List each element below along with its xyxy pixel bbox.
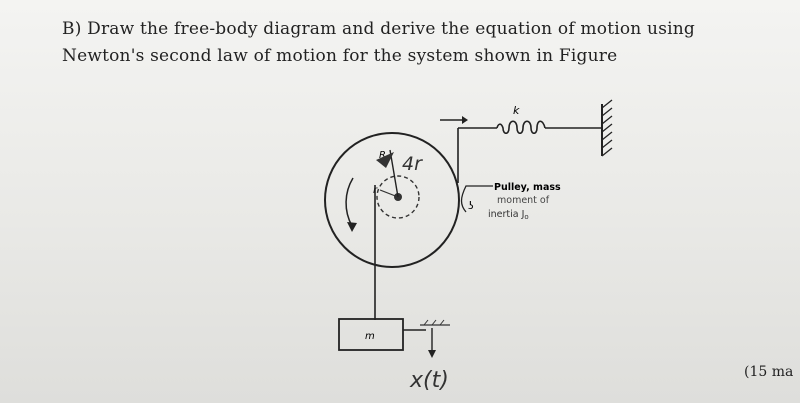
pulley-outer	[324, 132, 460, 268]
displacement-arrowhead	[428, 350, 436, 358]
pulley-note-line-2: moment of	[497, 195, 550, 206]
pulley-note-leader	[460, 185, 493, 213]
damper-hatch-2	[431, 319, 437, 326]
pulley-inner	[376, 175, 420, 219]
spring	[457, 120, 602, 183]
rotation-arrowhead	[347, 222, 357, 232]
question-text: B) Draw the free-body diagram and derive…	[62, 16, 762, 70]
damper-hatch-3	[439, 319, 445, 326]
damper-hatch-1	[423, 319, 429, 326]
pulley-note-marker: ʖ	[468, 199, 474, 212]
handwritten-scribble	[376, 152, 394, 168]
wall	[601, 99, 613, 157]
rotation-arrow	[345, 177, 354, 227]
pulley-note-line-3: inertia Jo	[488, 209, 529, 221]
question-line-2: Newton's second law of motion for the sy…	[62, 46, 618, 66]
spring-arrowhead	[462, 116, 468, 124]
question-line-1: B) Draw the free-body diagram and derive…	[62, 19, 695, 39]
marks-label: (15 ma	[744, 364, 794, 380]
handwritten-displacement: x(t)	[409, 368, 449, 393]
outer-radius-line	[389, 149, 399, 198]
mass-block	[338, 318, 404, 351]
spring-label: k	[513, 104, 520, 117]
handwritten-angle: 4r	[402, 153, 423, 175]
pulley-note-line-1: Pulley, mass	[494, 182, 561, 193]
inner-radius-line	[379, 189, 399, 198]
outer-radius-label: R	[379, 150, 386, 161]
mass-label: m	[365, 331, 375, 342]
